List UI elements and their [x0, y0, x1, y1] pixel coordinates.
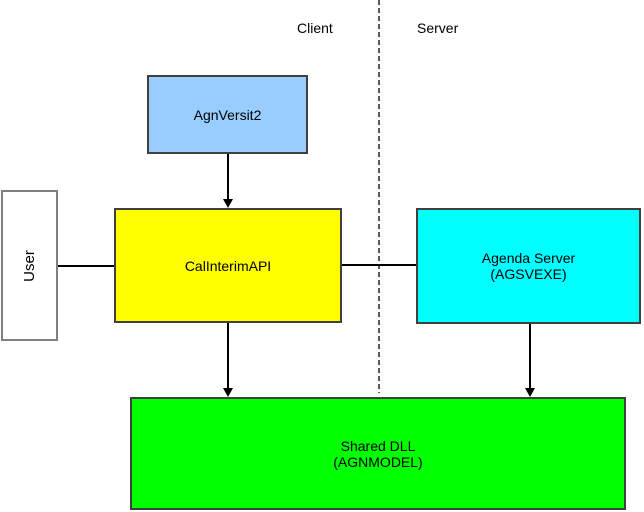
node-agnversit2-label: AgnVersit2: [193, 106, 262, 123]
client-lane-label: Client: [297, 20, 333, 36]
node-agenda-server-label: Agenda Server: [481, 250, 576, 266]
node-agnversit2: AgnVersit2: [147, 75, 308, 154]
edge-agnversit2-calinterimapi: [227, 154, 229, 199]
node-agenda-server-sublabel: (AGSVEXE): [490, 266, 567, 282]
node-user-label: User: [20, 249, 38, 282]
node-shared-dll-label: Shared DLL: [340, 437, 416, 454]
edge-agnversit2-calinterimapi-arrowhead-icon: [223, 199, 233, 208]
node-calinterimapi-label: CalInterimAPI: [184, 257, 272, 274]
node-shared-dll: Shared DLL (AGNMODEL): [130, 397, 626, 510]
edge-agenda-server-shared-dll-arrowhead-icon: [525, 388, 535, 397]
node-calinterimapi: CalInterimAPI: [114, 208, 342, 323]
node-agenda-server: Agenda Server (AGSVEXE): [416, 208, 641, 324]
edge-calinterimapi-shared-dll: [227, 323, 229, 388]
edge-calinterimapi-shared-dll-arrowhead-icon: [223, 388, 233, 397]
edge-agenda-server-shared-dll: [529, 324, 531, 388]
server-lane-label: Server: [417, 20, 459, 36]
edge-user-calinterimapi: [58, 265, 114, 267]
edge-calinterimapi-agenda-server: [342, 264, 416, 266]
node-shared-dll-sublabel: (AGNMODEL): [333, 453, 423, 470]
client-server-divider: [378, 0, 380, 393]
node-user: User: [1, 190, 58, 341]
